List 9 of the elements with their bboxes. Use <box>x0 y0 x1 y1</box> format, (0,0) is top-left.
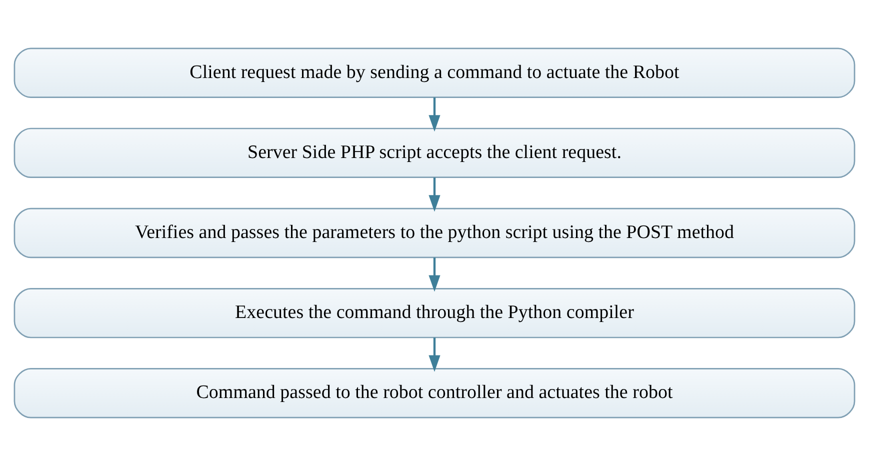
arrow <box>428 258 440 292</box>
node-box: Server Side PHP script accepts the client request. <box>14 128 856 178</box>
node-box: Client request made by sending a command to actuate the Robot <box>14 48 856 98</box>
node-box: Verifies and passes the parameters to the python script using the POST method <box>14 208 856 258</box>
arrow <box>428 338 440 372</box>
arrow <box>428 178 440 212</box>
arrow <box>428 97 440 132</box>
node-box: Command passed to the robot controller and actuates the robot <box>14 368 856 418</box>
node-box: Executes the command through the Python compiler <box>14 288 856 338</box>
